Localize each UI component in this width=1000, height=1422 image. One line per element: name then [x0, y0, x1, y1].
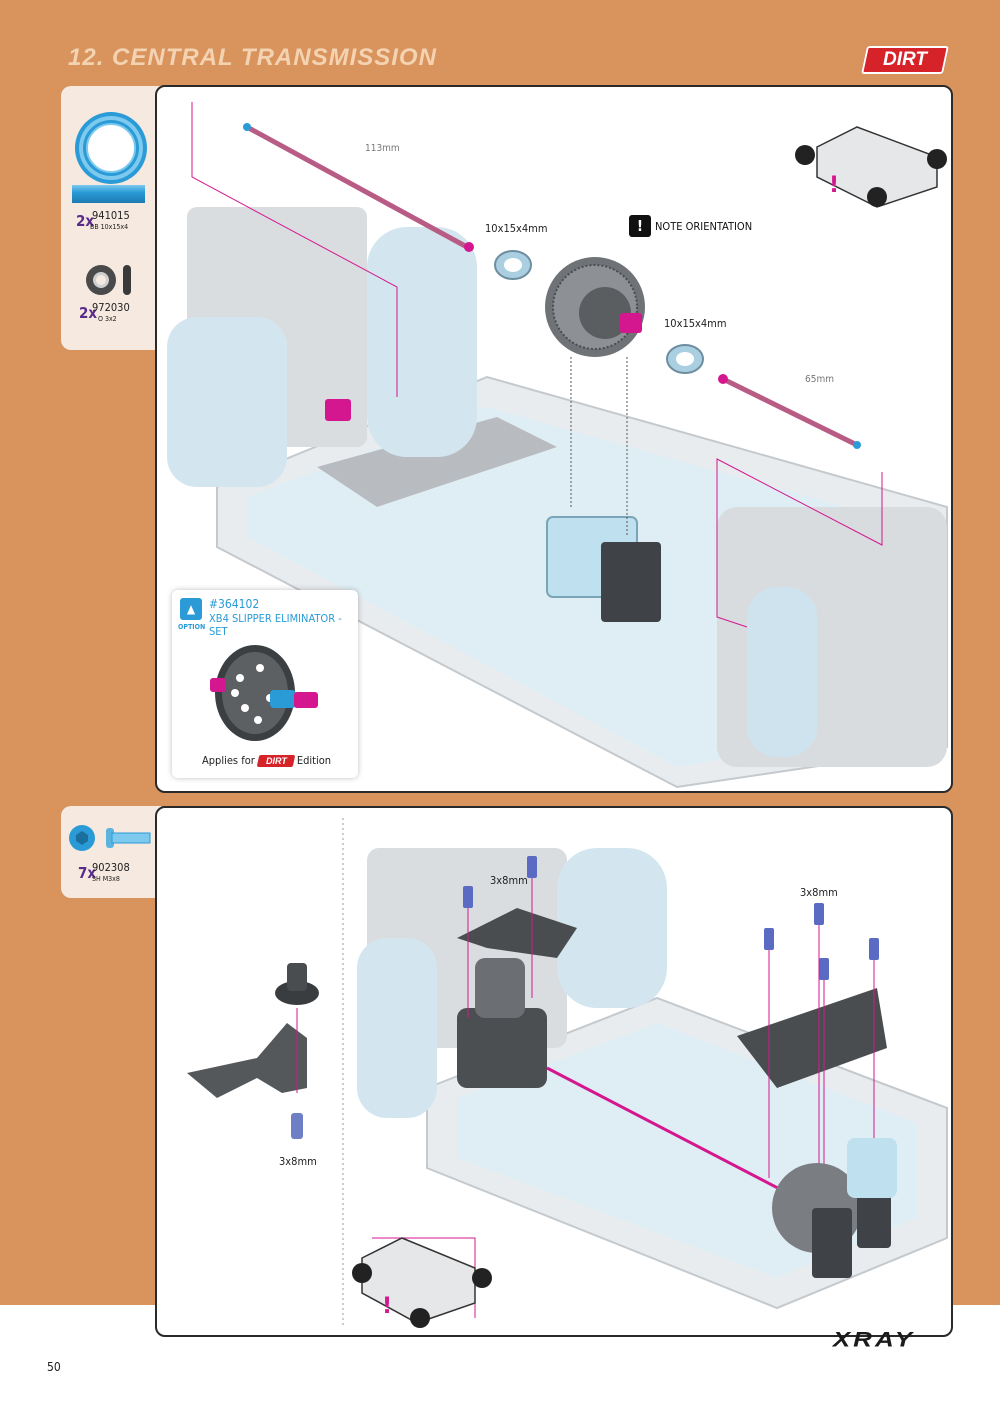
part-desc: SH M3x8: [92, 875, 120, 883]
xray-logo: XRAY: [795, 1326, 953, 1352]
part-desc: O 3x2: [98, 315, 117, 323]
assembly-illustration-step1: !: [167, 102, 948, 789]
screw-icon: [69, 825, 151, 851]
page-background: 12. CENTRAL TRANSMISSION DIRT 2x 941015 …: [0, 0, 1000, 1337]
option-name: XB4 SLIPPER ELIMINATOR - SET: [209, 612, 342, 638]
parts-panel-step1: 2x 941015 BB 10x15x4 2x 972030 O 3x2: [61, 86, 161, 350]
ball-bearing-icon: [75, 112, 147, 184]
label-shaft-rear: 65mm: [805, 374, 834, 385]
label-screw-top: 3x8mm: [490, 874, 528, 887]
option-label: OPTION: [178, 623, 206, 631]
note-text: NOTE ORIENTATION: [655, 219, 753, 233]
option-number: #364102: [209, 597, 260, 611]
label-bearing-left: 10x15x4mm: [485, 222, 548, 235]
assembly-illustration-step2: !: [187, 818, 948, 1328]
parts-panel-step2: 7x 902308 SH M3x8: [61, 806, 161, 898]
edition-text: Edition: [296, 754, 332, 767]
part-code: 941015: [92, 209, 130, 222]
dirt-logo-text: DIRT: [883, 49, 927, 70]
label-bearing-right: 10x15x4mm: [664, 317, 727, 330]
svg-text:!: !: [829, 173, 839, 198]
page-number: 50: [47, 1360, 61, 1374]
note-orientation: ! NOTE ORIENTATION: [629, 215, 752, 237]
warning-icon: !: [629, 215, 651, 237]
label-shaft-front: 113mm: [365, 143, 400, 154]
label-screw-left: 3x8mm: [279, 1155, 317, 1168]
section-title: 12. CENTRAL TRANSMISSION: [68, 44, 437, 71]
part-code: 902308: [92, 861, 130, 874]
dirt-mini-logo-text: DIRT: [265, 755, 287, 766]
applies-for-line: Applies for DIRT Edition: [202, 754, 331, 767]
option-box: ▲ OPTION #364102 XB4 SLIPPER ELIMINATOR …: [172, 590, 358, 778]
applies-for-text: Applies for: [202, 754, 255, 767]
part-desc: BB 10x15x4: [90, 223, 129, 231]
label-screw-right: 3x8mm: [800, 886, 838, 899]
part-qty: 2x: [76, 212, 95, 230]
dirt-mini-logo: DIRT: [256, 754, 296, 767]
svg-text:!: !: [382, 1294, 392, 1319]
part-code: 972030: [92, 301, 130, 314]
slipper-eliminator-illustration: [210, 645, 318, 741]
thumbs-up-icon: ▲: [180, 598, 202, 620]
dirt-logo: DIRT: [861, 46, 949, 74]
part-qty: 7x: [78, 864, 97, 882]
o-ring-icon: [86, 265, 131, 295]
assembly-panel-step2: ! 3x8mm 3x8mm 3x8mm: [155, 806, 953, 1337]
ball-bearing-side-icon: [72, 185, 145, 203]
xray-logo-text: XRAY: [832, 1326, 916, 1351]
part-qty: 2x: [79, 304, 98, 322]
